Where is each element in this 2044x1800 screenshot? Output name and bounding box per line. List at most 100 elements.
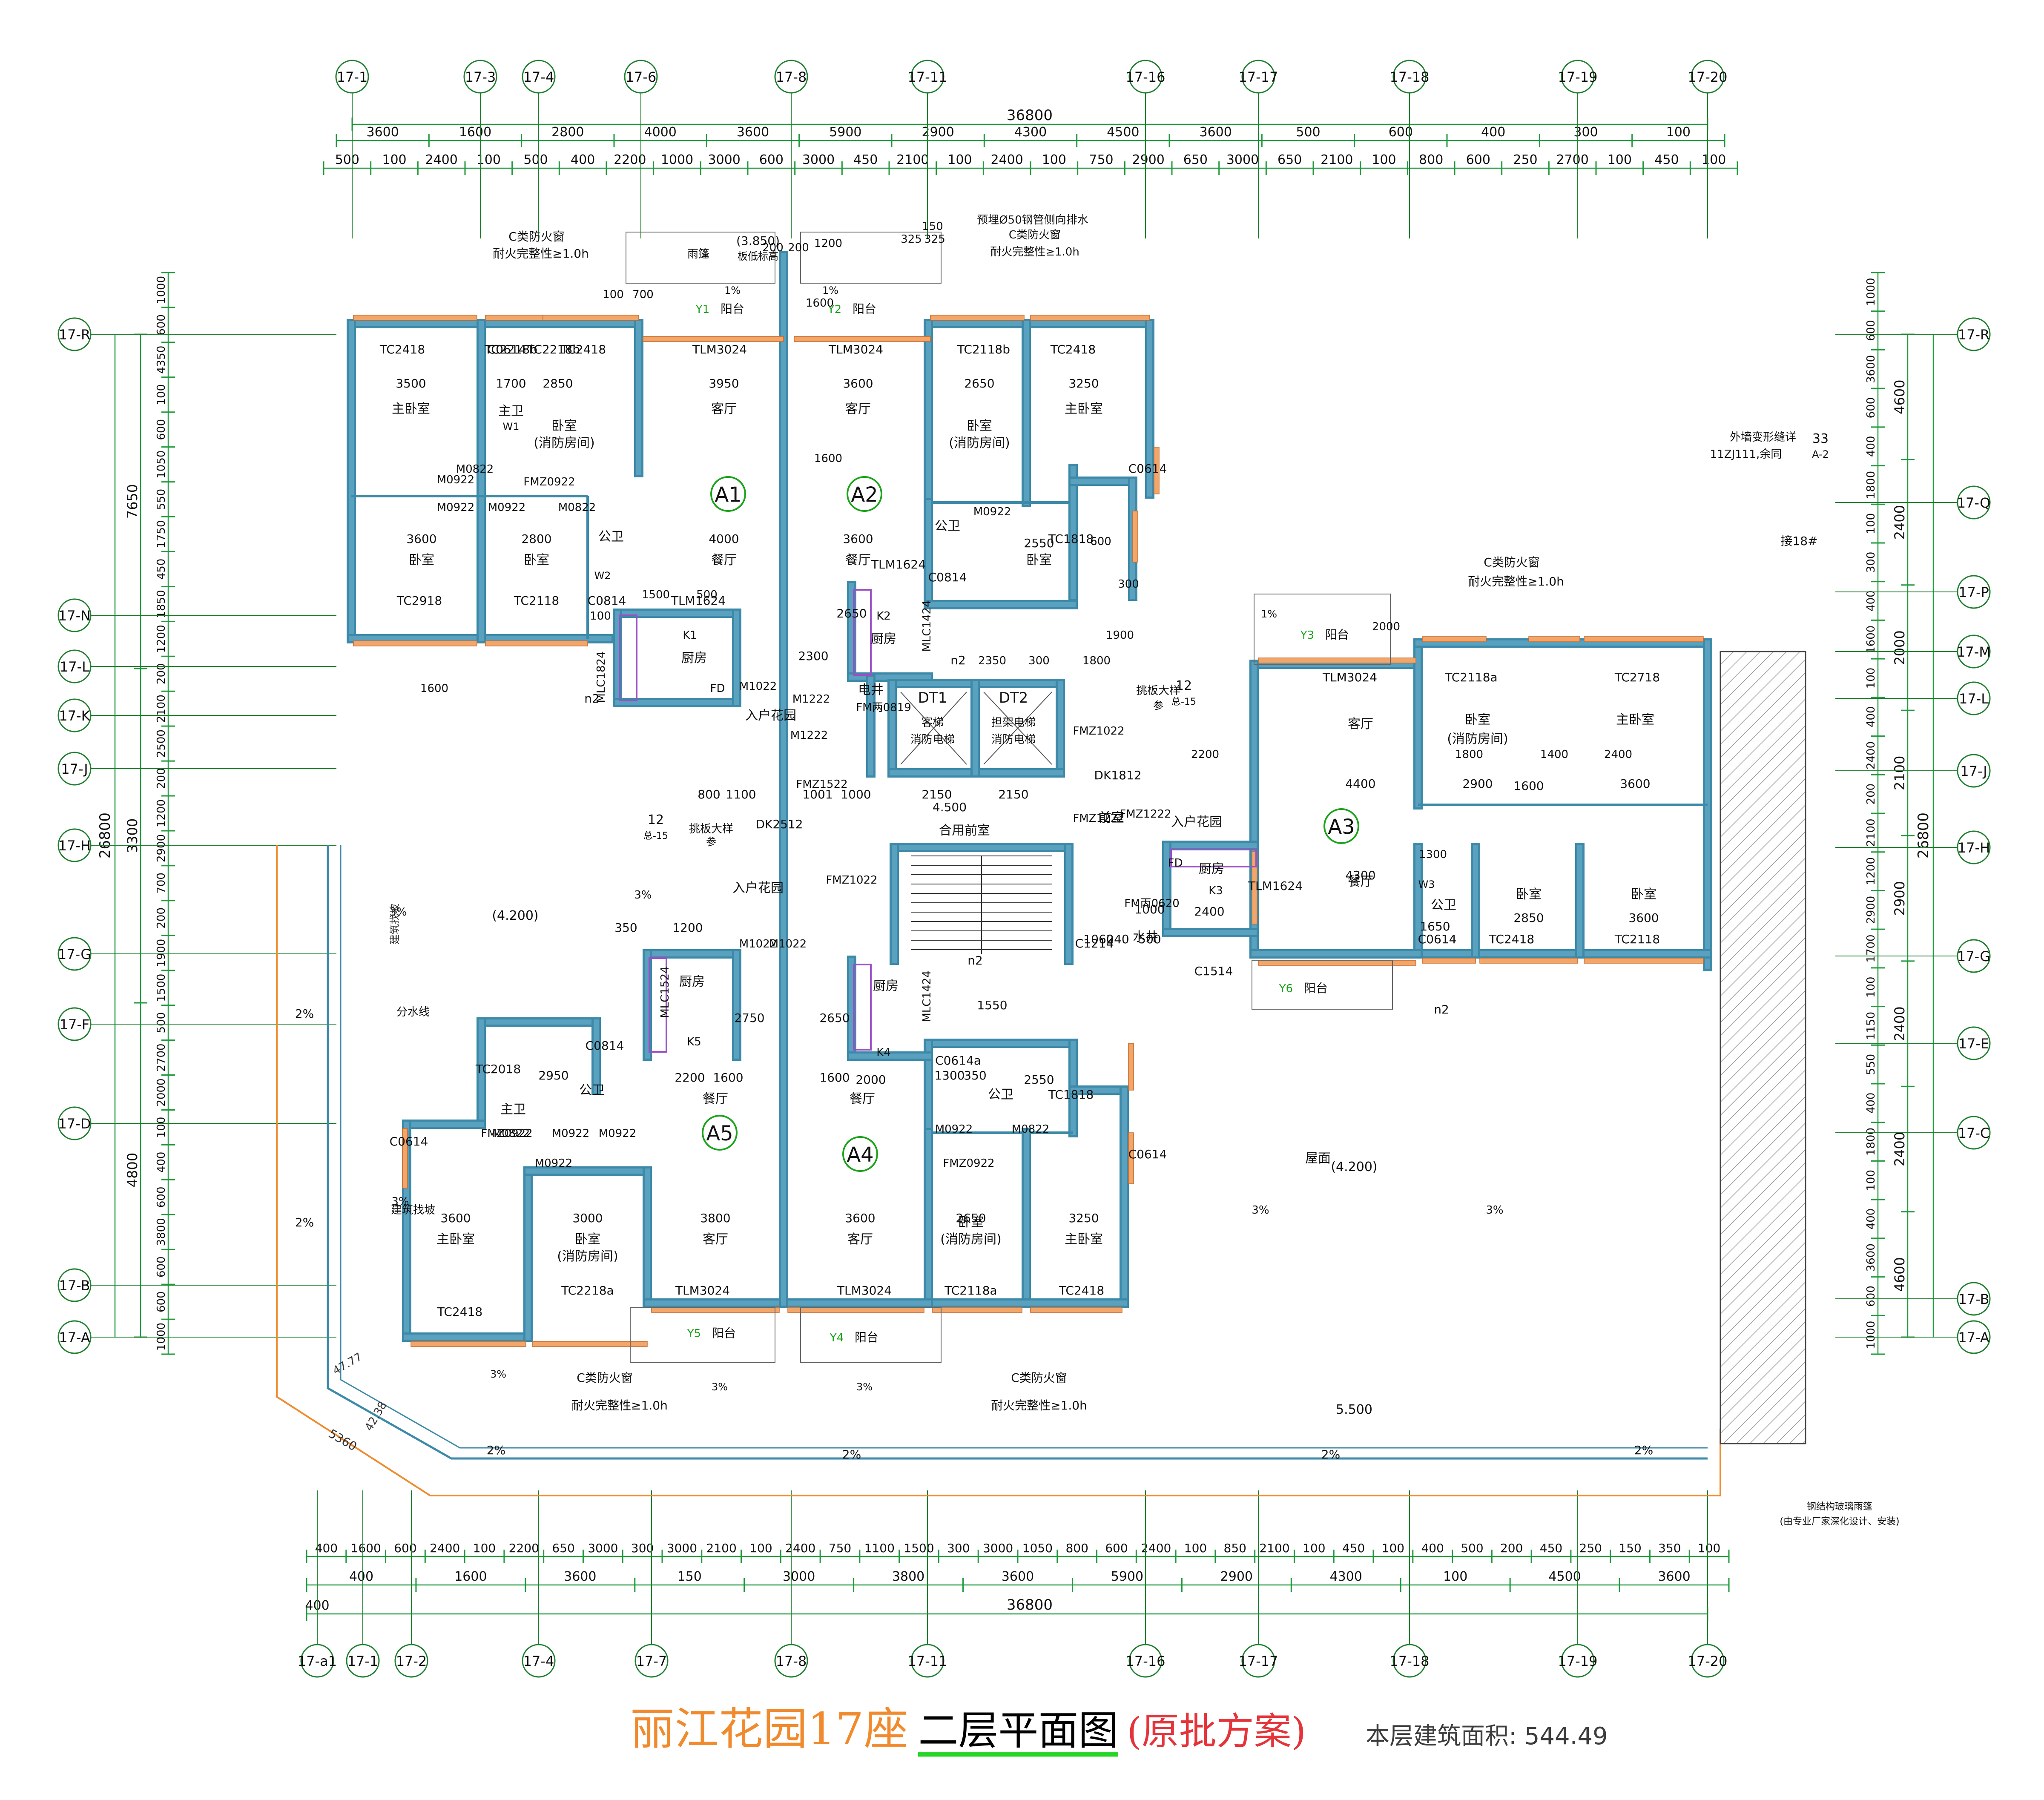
note-slope-2-left-b: 2%: [295, 1215, 314, 1229]
window-code-6: TC2118: [514, 594, 559, 608]
dim-bottom-row2-text: 150: [678, 1569, 702, 1584]
dim-top-row3-text: 2700: [1556, 152, 1588, 167]
building-walls: [347, 251, 1712, 1342]
dim-top-row2-text: 4000: [644, 125, 676, 140]
room-dim-33: 1000: [1134, 902, 1165, 916]
dim-right-inner-text: 3600: [1865, 1243, 1877, 1272]
axis-left-17-K-label: 17-K: [59, 708, 90, 724]
axis-left-17-L-label: 17-L: [60, 659, 89, 675]
axis-right-17-B-label: 17-B: [1958, 1291, 1989, 1307]
dim-right-inner-text: 1200: [1865, 857, 1877, 885]
door-code-9: FMZ1522: [796, 778, 847, 791]
note-slope-find-a: 建筑找坡: [389, 904, 401, 944]
dim-left-inner-text: 1050: [155, 451, 168, 479]
window-a2-tc1818: [1132, 511, 1138, 563]
door-code-21: FMZ0922: [481, 1127, 532, 1140]
window-code-19: TLM3024: [1322, 670, 1377, 684]
dim-top-row3-text: 2200: [614, 152, 646, 167]
note-cantilever-right: 挑板大样: [1136, 684, 1180, 697]
room-a3-dining: 餐厅: [1348, 874, 1373, 889]
room-dim-39: 2300: [798, 649, 828, 663]
room-dim-8: 2800: [521, 532, 551, 546]
dim-left-inner-text: 550: [155, 489, 168, 510]
dim-left-outer-text: 7650: [124, 484, 141, 519]
room-dim-4: 2650: [964, 376, 994, 390]
window-code-17: TC2118a: [1444, 670, 1497, 684]
window-a2-c0614: [1154, 447, 1160, 494]
dim-top-row2-text: 100: [1666, 125, 1691, 140]
door-code-23: M0822: [1012, 1123, 1050, 1136]
dim-bottom-row1-text: 2400: [430, 1541, 460, 1555]
door-code-19: M0922: [599, 1127, 637, 1140]
window-code-4: C0614: [488, 342, 526, 356]
balcony-tag-y5: Y5: [687, 1327, 701, 1340]
misc-dim-4: 1900: [1106, 629, 1134, 642]
room-dim-30: 1600: [819, 1071, 850, 1085]
room-a1-master: 主卧室: [392, 402, 430, 416]
dim-top-row3-text: 2100: [1321, 152, 1353, 167]
dim-top-row3-text: 500: [335, 152, 359, 167]
room-dim-44: 350: [614, 921, 637, 935]
note-fire-window-top-right-a: C类防火窗: [1009, 229, 1061, 241]
dim-left-inner-text: 200: [155, 907, 168, 929]
note-slope-1-y1: 1%: [724, 284, 741, 296]
dim-top-row3-text: 100: [1372, 152, 1396, 167]
note-wall-1: 外墙变形缝详: [1730, 431, 1796, 444]
room-a5-entry: 入户花园: [732, 881, 784, 896]
dim-right-inner-text: 300: [1865, 552, 1877, 573]
dim-top-row2-text: 500: [1296, 125, 1320, 140]
window-code-16: C0814: [928, 570, 967, 584]
balcony-y3: [1254, 594, 1391, 665]
balcony-tag-y1: Y1: [695, 303, 709, 316]
room-dim-18: 3600: [1628, 911, 1659, 925]
door-code-10: FMZ1022: [1073, 725, 1124, 738]
door-code-6: M1022: [739, 680, 777, 693]
note-level-4200-left: (4.200): [492, 908, 538, 923]
unit-A4-label: A4: [847, 1143, 873, 1167]
axis-bottom-17-2-label: 17-2: [396, 1653, 427, 1669]
room-dim-29: 1600: [713, 1071, 743, 1085]
window-a1-tc2118: [485, 640, 588, 646]
dim-bottom-row2-text: 4500: [1548, 1569, 1581, 1584]
dim-left-inner-text: 3800: [155, 1218, 168, 1246]
misc-dim-23: 2000: [1372, 620, 1400, 633]
balcony-label-y2: 阳台: [853, 302, 876, 316]
window-a3-tlm1624: [1252, 851, 1257, 924]
room-dim-41: 2750: [734, 1011, 764, 1025]
room-a3-fire: (消防房间): [1447, 732, 1508, 746]
note-fire-window-bottom-right-a: C类防火窗: [1011, 1371, 1067, 1385]
drawing-title: 二层平面图: [918, 1710, 1119, 1757]
room-dim-34: 1060: [1083, 932, 1114, 946]
note-n2-2: n2: [967, 953, 983, 967]
dim-top-row2-text: 3600: [1199, 125, 1232, 140]
dim-bottom-row2-text: 3000: [783, 1569, 815, 1584]
window-code-12: TC2118b: [957, 342, 1010, 356]
room-water-shaft: 水井: [1133, 930, 1158, 944]
kitchen-code-K5: K5: [687, 1036, 701, 1048]
dim-right-inner-text: 1800: [1865, 1128, 1877, 1156]
window-code-24: TC2018: [475, 1062, 521, 1076]
core-label-4: 消防电梯: [991, 733, 1036, 746]
axis-bottom-17-17-label: 17-17: [1239, 1653, 1278, 1669]
window-code-22: TC2118: [1614, 932, 1660, 946]
unit-A3-circle: [1323, 808, 1359, 844]
axis-right-17-C-label: 17-C: [1958, 1125, 1990, 1141]
window-code-13: TC2418: [1050, 342, 1096, 356]
dim-bottom-row1-text: 1500: [904, 1541, 934, 1555]
dim-left-inner-text: 2700: [155, 1043, 168, 1071]
room-dim-20: 1650: [1420, 919, 1450, 933]
room-a4-living: 客厅: [847, 1232, 873, 1247]
dim-bottom-row1-text: 850: [1224, 1541, 1246, 1555]
window-code-8: TLM3024: [692, 342, 747, 356]
room-dim-14: 1600: [1513, 779, 1544, 793]
window-code-25: C0814: [586, 1039, 624, 1053]
door-code-15: FM丙0620: [1124, 897, 1180, 910]
dim-right-outer-text: 2400: [1892, 1006, 1908, 1041]
dim-bottom-row1-text: 300: [631, 1541, 654, 1555]
room-dim-10: 3600: [843, 532, 873, 546]
axis-bottom-17-19-label: 17-19: [1558, 1653, 1598, 1669]
dim-top-row2-text: 4300: [1014, 125, 1047, 140]
note-canopy: 雨篷: [687, 248, 709, 261]
dim-left-inner-text: 200: [155, 768, 168, 789]
dim-top-row3-text: 100: [382, 152, 406, 167]
